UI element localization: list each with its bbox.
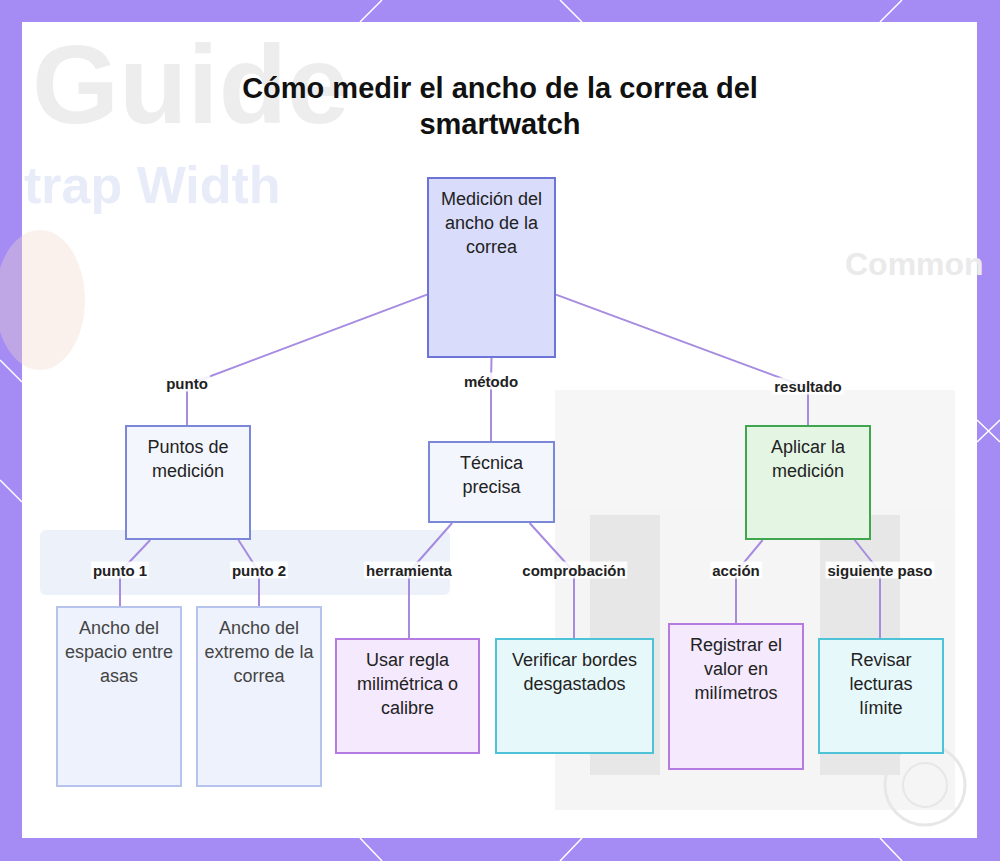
faded-logo <box>885 745 965 825</box>
concept-box: Usar regla milimétrica o calibre <box>335 638 480 754</box>
concept-box: Ancho del extremo de la correa <box>196 606 322 787</box>
concept-box: Medición del ancho de la correa <box>427 177 556 358</box>
frame-line <box>0 480 22 502</box>
connector-line <box>187 295 427 425</box>
node-text: Revisar lecturas límite <box>826 648 936 720</box>
connector-line <box>556 295 808 425</box>
concept-box: Ancho del espacio entre asas <box>56 606 182 787</box>
node-text: Verificar bordes desgastados <box>503 648 646 696</box>
concept-box: Revisar lecturas límite <box>818 638 944 754</box>
connector-line <box>409 523 452 638</box>
connector-line <box>530 523 574 638</box>
edge-label: siguiente paso <box>825 562 934 579</box>
edge-label: método <box>462 373 520 390</box>
frame-line <box>880 0 902 22</box>
diagram-title: Cómo medir el ancho de la correa del sma… <box>190 70 810 142</box>
node-text: Registrar el valor en milímetros <box>676 633 796 705</box>
edge-label: punto 2 <box>230 562 288 579</box>
faded-hand <box>0 230 85 370</box>
frame-line <box>560 0 582 22</box>
connector-line <box>736 540 763 623</box>
edge-label: herramienta <box>364 562 454 579</box>
faded-logo <box>903 763 947 807</box>
concept-box: Aplicar la medición <box>745 425 871 540</box>
concept-box: Verificar bordes desgastados <box>495 638 654 754</box>
concept-box: Puntos de medición <box>125 425 251 540</box>
node-text: Medición del ancho de la correa <box>435 187 548 259</box>
frame-line <box>880 838 902 861</box>
watermark-text: Common <box>845 246 984 283</box>
frame-line <box>360 838 382 861</box>
edge-label: punto 1 <box>91 562 149 579</box>
frame-line <box>977 420 1000 442</box>
frame-line <box>360 0 382 22</box>
node-text: Aplicar la medición <box>753 435 863 483</box>
edge-label: punto <box>164 375 210 392</box>
node-text: Ancho del extremo de la correa <box>204 616 314 688</box>
concept-box: Técnica precisa <box>428 441 555 523</box>
concept-box: Registrar el valor en milímetros <box>668 623 804 770</box>
watermark-text: trap Width <box>24 155 281 215</box>
edge-label: comprobación <box>520 562 627 579</box>
edge-label: acción <box>710 562 762 579</box>
connector-line <box>855 540 880 638</box>
node-text: Técnica precisa <box>436 451 547 499</box>
node-text: Ancho del espacio entre asas <box>64 616 174 688</box>
node-text: Puntos de medición <box>133 435 243 483</box>
connector-line <box>490 358 493 441</box>
edge-label: resultado <box>772 378 844 395</box>
frame-line <box>0 360 22 382</box>
node-text: Usar regla milimétrica o calibre <box>343 648 472 720</box>
frame-line <box>560 838 582 861</box>
frame-line <box>977 420 1000 442</box>
